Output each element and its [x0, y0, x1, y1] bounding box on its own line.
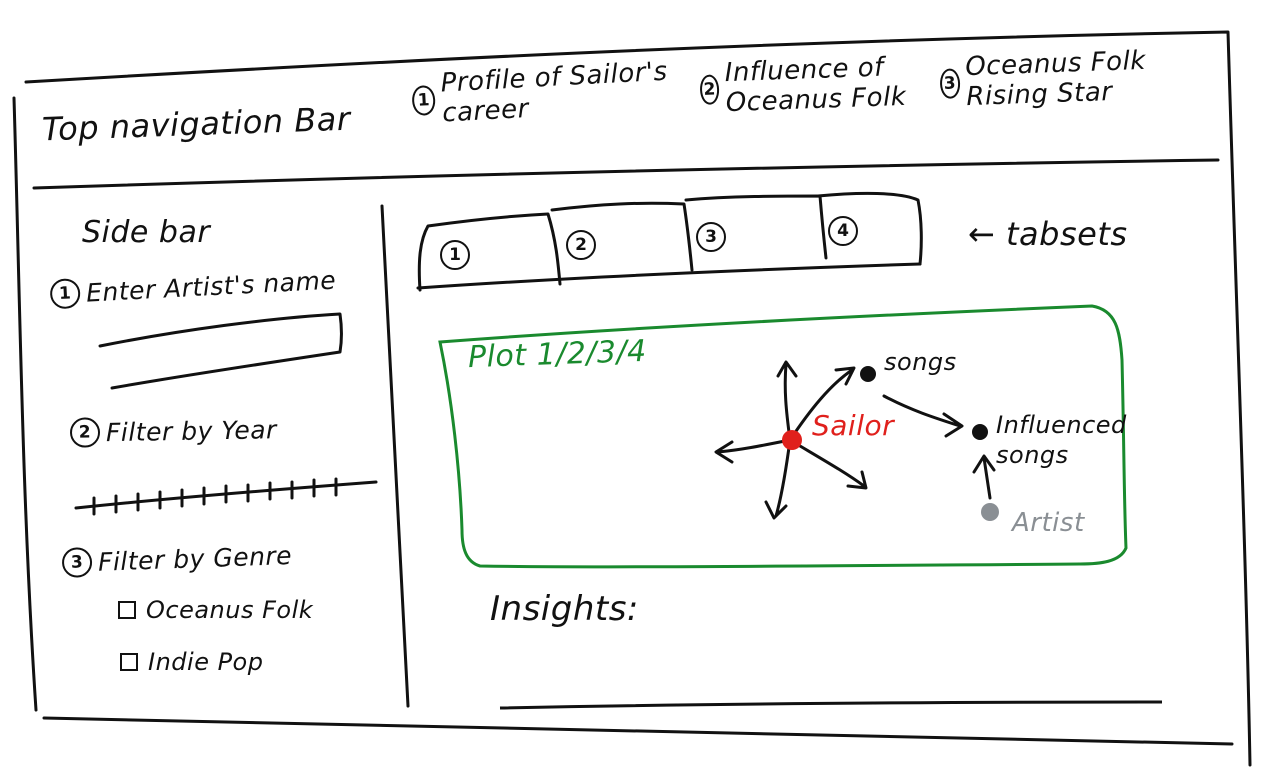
genre-option-oceanus-folk[interactable]: Oceanus Folk [118, 598, 313, 622]
checkbox-icon[interactable] [120, 653, 138, 671]
nav-number-1: 1 [411, 84, 437, 116]
nav-item-label: Oceanus Folk Rising Star [964, 45, 1147, 112]
sidebar-number-1: 1 [49, 277, 81, 310]
nav-item-label: Influence of Oceanus Folk [724, 52, 907, 119]
plot-frame [438, 304, 1128, 569]
tab-3[interactable]: 3 [696, 222, 726, 252]
genre-option-label: Oceanus Folk [146, 596, 314, 624]
genre-filter-text: Filter by Genre [97, 540, 293, 577]
sidebar-number-2: 2 [69, 417, 101, 448]
tab-baseline [416, 262, 922, 290]
sailor-node [782, 430, 802, 450]
insights-underline [499, 700, 1163, 710]
year-slider[interactable] [76, 476, 376, 516]
tab-outline-3 [684, 194, 828, 260]
tab-2-label: 2 [566, 230, 596, 260]
tab-outline-4 [816, 191, 923, 266]
nav-number-2: 2 [699, 74, 720, 105]
influenced-node [972, 424, 988, 440]
year-filter-text: Filter by Year [105, 414, 278, 447]
tab-outline-2 [550, 201, 694, 272]
songs-node [860, 366, 876, 382]
tabsets-annotation: ← tabsets [968, 215, 1128, 253]
sidebar-title: Side bar [82, 215, 211, 250]
nav-item-oceanus-influence[interactable]: 2 Influence of Oceanus Folk [699, 52, 931, 120]
nav-title: Top navigation Bar [41, 99, 352, 149]
tab-outline-1 [417, 212, 562, 292]
nav-number-3: 3 [939, 68, 961, 99]
tab-1[interactable]: 1 [440, 240, 470, 270]
sailor-node-label: Sailor [812, 409, 895, 442]
artist-node [981, 503, 999, 521]
tab-1-label: 1 [440, 240, 470, 270]
sidebar-number-3: 3 [61, 546, 93, 579]
genre-option-indie-pop[interactable]: Indie Pop [120, 650, 263, 674]
nav-divider [32, 158, 1220, 190]
tab-3-label: 3 [696, 222, 726, 252]
year-slider-ticks [92, 477, 338, 516]
tab-2[interactable]: 2 [566, 230, 596, 260]
nav-item-label: Profile of Sailor's career [439, 56, 669, 129]
artist-node-label: Artist [1012, 508, 1085, 538]
year-filter-label: 2 Filter by Year [69, 414, 278, 448]
artist-input-outline [98, 312, 343, 390]
tab-4[interactable]: 4 [828, 216, 858, 246]
genre-option-label: Indie Pop [148, 648, 264, 676]
checkbox-icon[interactable] [118, 601, 136, 619]
tab-4-label: 4 [828, 216, 858, 246]
sidebar-divider [380, 204, 410, 708]
influenced-node-label: Influenced songs [996, 411, 1127, 469]
artist-name-input[interactable] [108, 322, 338, 378]
nav-item-rising-star[interactable]: 3 Oceanus Folk Rising Star [939, 46, 1171, 114]
plot-title: Plot 1/2/3/4 [467, 333, 648, 376]
insights-label: Insights: [490, 589, 639, 629]
songs-node-label: songs [884, 348, 957, 376]
